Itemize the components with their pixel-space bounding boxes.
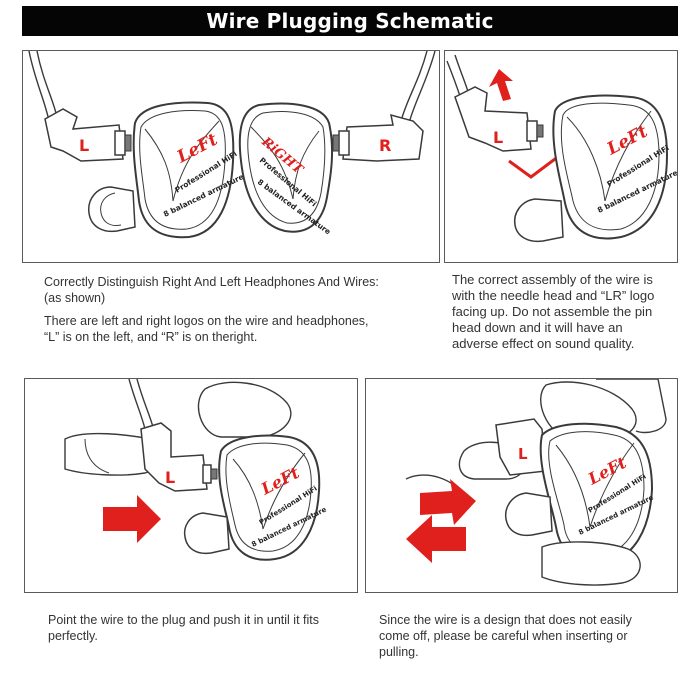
caption-line: with the needle head and “LR” logo	[452, 288, 655, 303]
caption-careful: Since the wire is a design that does not…	[379, 612, 678, 660]
left-cable	[28, 51, 50, 122]
caption-line: The correct assembly of the wire is	[452, 272, 653, 287]
caption-line: adverse effect on sound quality.	[452, 336, 635, 351]
right-marker: R	[379, 136, 391, 155]
caption-line: perfectly.	[48, 629, 98, 643]
left-nozzle	[88, 186, 136, 233]
wire-marker: L	[518, 445, 528, 463]
up-arrow-icon	[489, 69, 513, 101]
panel-orientation: L LeFt Professional HiFi 8 balanced arma…	[444, 50, 678, 263]
caption-line: Correctly Distinguish Right And Left Hea…	[44, 275, 379, 289]
caption-line: Since the wire is a design that does not…	[379, 613, 632, 627]
caption-line: There are left and right logos on the wi…	[44, 314, 369, 328]
right-connector	[342, 113, 424, 162]
caption-line: Point the wire to the plug and push it i…	[48, 613, 319, 627]
caption-line: (as shown)	[44, 291, 106, 305]
panel-left-right: L LeFt Professional HiFi 8 balanced arma…	[22, 50, 440, 263]
right-cable	[408, 51, 436, 124]
earphone	[552, 94, 669, 240]
caption-line: come off, please be careful when inserti…	[379, 629, 628, 643]
right-arrow-icon	[420, 479, 476, 525]
finger-top	[197, 381, 292, 438]
panel-careful: L LeFt Professional HiFi 8 balanced arma…	[365, 378, 678, 593]
left-marker: L	[79, 136, 89, 155]
wire-marker: L	[165, 468, 175, 487]
caption-push: Point the wire to the plug and push it i…	[48, 612, 358, 644]
caption-line: facing up. Do not assemble the pin	[452, 304, 653, 319]
panel-insert: L LeFt Professional HiFi 8 balanced arma…	[24, 378, 358, 593]
right-arrow-icon	[103, 495, 161, 543]
caption-line: head down and it will have an	[452, 320, 623, 335]
right-earphone	[238, 102, 334, 233]
caption-line: “L” is on the left, and “R” is on therig…	[44, 330, 258, 344]
wire-marker: L	[493, 128, 503, 147]
caption-line: pulling.	[379, 645, 419, 659]
earphone	[539, 422, 654, 565]
page-title: Wire Plugging Schematic	[22, 6, 678, 36]
caption-distinguish: Correctly Distinguish Right And Left Hea…	[44, 274, 424, 345]
left-arrow-icon	[406, 515, 466, 563]
caption-assembly: The correct assembly of the wire is with…	[452, 272, 678, 352]
